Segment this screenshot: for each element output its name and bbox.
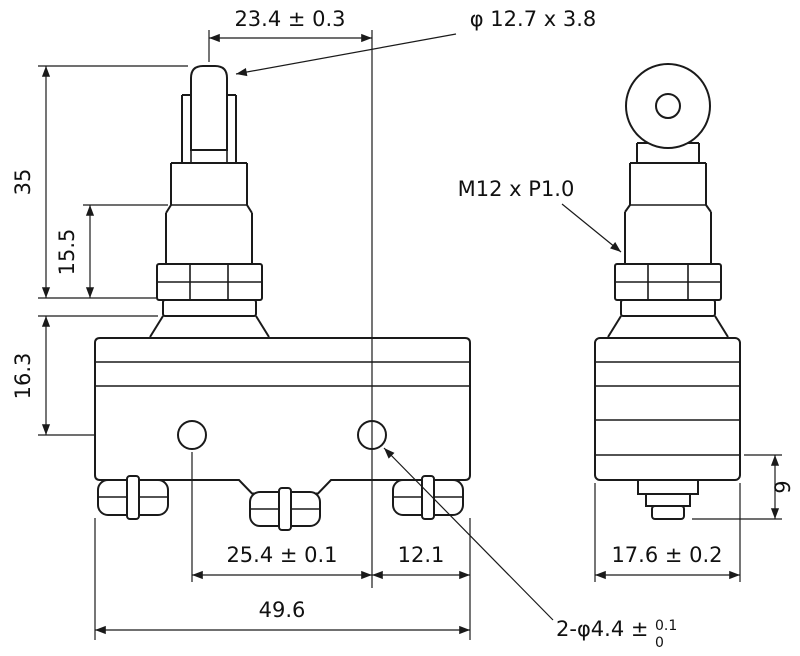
front-view (94, 65, 471, 531)
roller-axle-hole (655, 93, 681, 119)
fillet-left (607, 315, 622, 338)
dimensions: 23.4 ± 0.3 φ 12.7 x 3.8 M12 x P1.0 35 15… (11, 7, 795, 651)
cap-flare-right (705, 204, 712, 213)
dim-body-width-label: 49.6 (259, 598, 306, 622)
thread-spec-label: M12 x P1.0 (458, 177, 575, 201)
callout-roller-spec: φ 12.7 x 3.8 (235, 7, 596, 77)
dim-hole-to-edge-label: 12.1 (398, 543, 445, 567)
leader-line (383, 447, 554, 621)
dim-body-width: 49.6 (94, 518, 471, 640)
fork-arm-right (226, 94, 237, 163)
screw-head-side (651, 505, 685, 520)
dim-bushing-to-hole-label: 16.3 (11, 353, 35, 400)
threaded-stem-side (624, 212, 712, 264)
roller-circle (625, 63, 711, 149)
base-fillet (149, 315, 270, 338)
dim-side-width: 17.6 ± 0.2 (594, 483, 741, 582)
terminal-screw-middle (249, 487, 321, 531)
fillet-right (714, 315, 729, 338)
dim-terminal-height-label: 9 (771, 480, 795, 493)
cap-flare-right (246, 204, 253, 214)
terminal-screw-side (637, 479, 699, 520)
roller-plunger-side (607, 63, 729, 338)
dim-thread-length-label: 15.5 (55, 229, 79, 276)
callout-mounting-holes: 2-φ4.4 ± 0.1 0 (383, 447, 677, 651)
callout-thread-spec: M12 x P1.0 (458, 177, 622, 253)
plunger-cap-side (624, 162, 712, 213)
terminal-washer (645, 493, 691, 507)
mounting-hole-left (177, 420, 207, 450)
dim-total-height-label: 35 (11, 169, 35, 196)
dim-terminal-height: 9 (692, 454, 795, 520)
hole-callout-tolerance-lower: 0 (655, 635, 664, 651)
dim-plunger-offset: 23.4 ± 0.3 (208, 7, 373, 588)
roller-spec-label: φ 12.7 x 3.8 (470, 7, 596, 31)
screw-slot (126, 475, 140, 520)
dim-side-width-label: 17.6 ± 0.2 (611, 543, 722, 567)
base-fillet-side (607, 315, 729, 338)
cap-flare-left (624, 204, 631, 213)
roller-plunger-front (149, 65, 270, 338)
hole-callout-tolerance-upper: 0.1 (655, 618, 677, 634)
dim-thread-length: 15.5 (55, 204, 168, 298)
switch-body-front (94, 337, 471, 495)
bushing-collar-side (620, 299, 716, 317)
dim-total-height: 35 (11, 65, 188, 299)
hex-nuts (156, 263, 263, 301)
terminal-screw-right (392, 475, 464, 520)
dim-hole-to-edge: 12.1 (372, 543, 470, 580)
terminal-screw-left (97, 475, 169, 520)
roller-edge (190, 65, 228, 151)
cap-flare-left (165, 204, 172, 214)
dim-hole-spacing: 25.4 ± 0.1 (191, 452, 372, 582)
leader-line (561, 203, 622, 253)
switch-body-side (594, 337, 741, 481)
hex-nuts-side (614, 263, 722, 301)
dim-bushing-to-hole: 16.3 (11, 315, 158, 436)
fillet-left (149, 315, 164, 338)
fillet-right (255, 315, 270, 338)
hole-callout-label: 2-φ4.4 ± (556, 617, 648, 641)
side-view (594, 63, 741, 520)
dim-hole-spacing-label: 25.4 ± 0.1 (226, 543, 337, 567)
screw-slot (278, 487, 292, 531)
fork-arm-left (181, 94, 192, 163)
dim-plunger-offset-label: 23.4 ± 0.3 (234, 7, 345, 31)
bushing-collar (162, 299, 257, 317)
terminal-clamp-plate (637, 479, 699, 495)
threaded-stem (165, 213, 253, 264)
plunger-cap (165, 162, 253, 214)
leader-line (235, 33, 457, 77)
